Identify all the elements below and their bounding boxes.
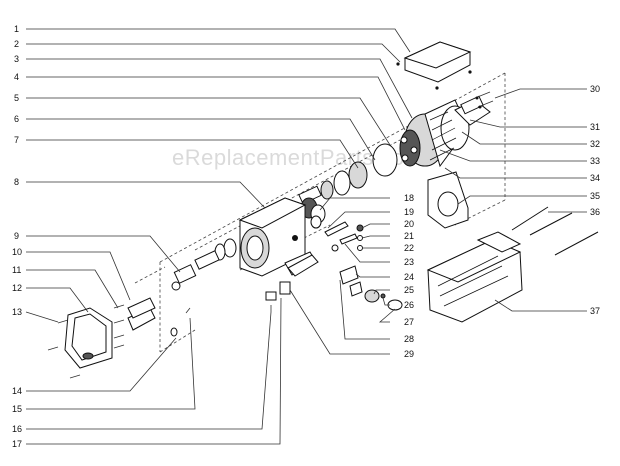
callout-23: 23 xyxy=(404,257,414,267)
part-clamp xyxy=(127,297,156,331)
callout-1: 1 xyxy=(14,24,19,34)
part-small-fittings xyxy=(170,291,277,337)
callout-17: 17 xyxy=(12,439,22,449)
part-coupler xyxy=(171,238,237,291)
callout-37: 37 xyxy=(590,306,600,316)
part-lever xyxy=(279,254,319,295)
callout-7: 7 xyxy=(14,135,19,145)
part-electronics xyxy=(339,265,403,311)
callout-36: 36 xyxy=(590,207,600,217)
callout-19: 19 xyxy=(404,207,414,217)
part-end-bracket xyxy=(427,171,469,229)
callout-3: 3 xyxy=(14,54,19,64)
callout-30: 30 xyxy=(590,84,600,94)
callout-27: 27 xyxy=(404,317,414,327)
callout-13: 13 xyxy=(12,307,22,317)
callout-22: 22 xyxy=(404,243,414,253)
callout-2: 2 xyxy=(14,39,19,49)
callout-32: 32 xyxy=(590,139,600,149)
callout-28: 28 xyxy=(404,334,414,344)
part-front-cover xyxy=(64,307,113,369)
callout-16: 16 xyxy=(12,424,22,434)
part-coil-stack xyxy=(372,129,421,177)
leader-lines xyxy=(25,28,587,445)
callout-20: 20 xyxy=(404,219,414,229)
callout-24: 24 xyxy=(404,272,414,282)
part-screws-right xyxy=(474,91,494,109)
callout-15: 15 xyxy=(12,404,22,414)
callout-25: 25 xyxy=(404,285,414,295)
callout-29: 29 xyxy=(404,349,414,359)
callout-35: 35 xyxy=(590,191,600,201)
callout-4: 4 xyxy=(14,72,19,82)
callout-12: 12 xyxy=(12,283,22,293)
callout-14: 14 xyxy=(12,386,22,396)
part-switch-hardware xyxy=(324,221,364,252)
callout-9: 9 xyxy=(14,231,19,241)
callout-5: 5 xyxy=(14,93,19,103)
callout-33: 33 xyxy=(590,156,600,166)
part-main-housing xyxy=(238,197,317,277)
callout-31: 31 xyxy=(590,122,600,132)
part-motor-shroud xyxy=(426,231,523,323)
callout-6: 6 xyxy=(14,114,19,124)
callout-34: 34 xyxy=(590,173,600,183)
callout-11: 11 xyxy=(12,265,21,275)
part-screws-left xyxy=(47,304,125,379)
callout-8: 8 xyxy=(14,177,19,187)
callout-21: 21 xyxy=(404,231,414,241)
callout-10: 10 xyxy=(12,247,22,257)
callout-numbers: 1 2 3 4 5 6 7 8 9 10 11 12 13 14 15 16 1… xyxy=(12,24,600,449)
callout-18: 18 xyxy=(404,193,414,203)
callout-26: 26 xyxy=(404,300,414,310)
part-long-rods xyxy=(511,206,599,256)
part-top-cover xyxy=(396,41,472,90)
